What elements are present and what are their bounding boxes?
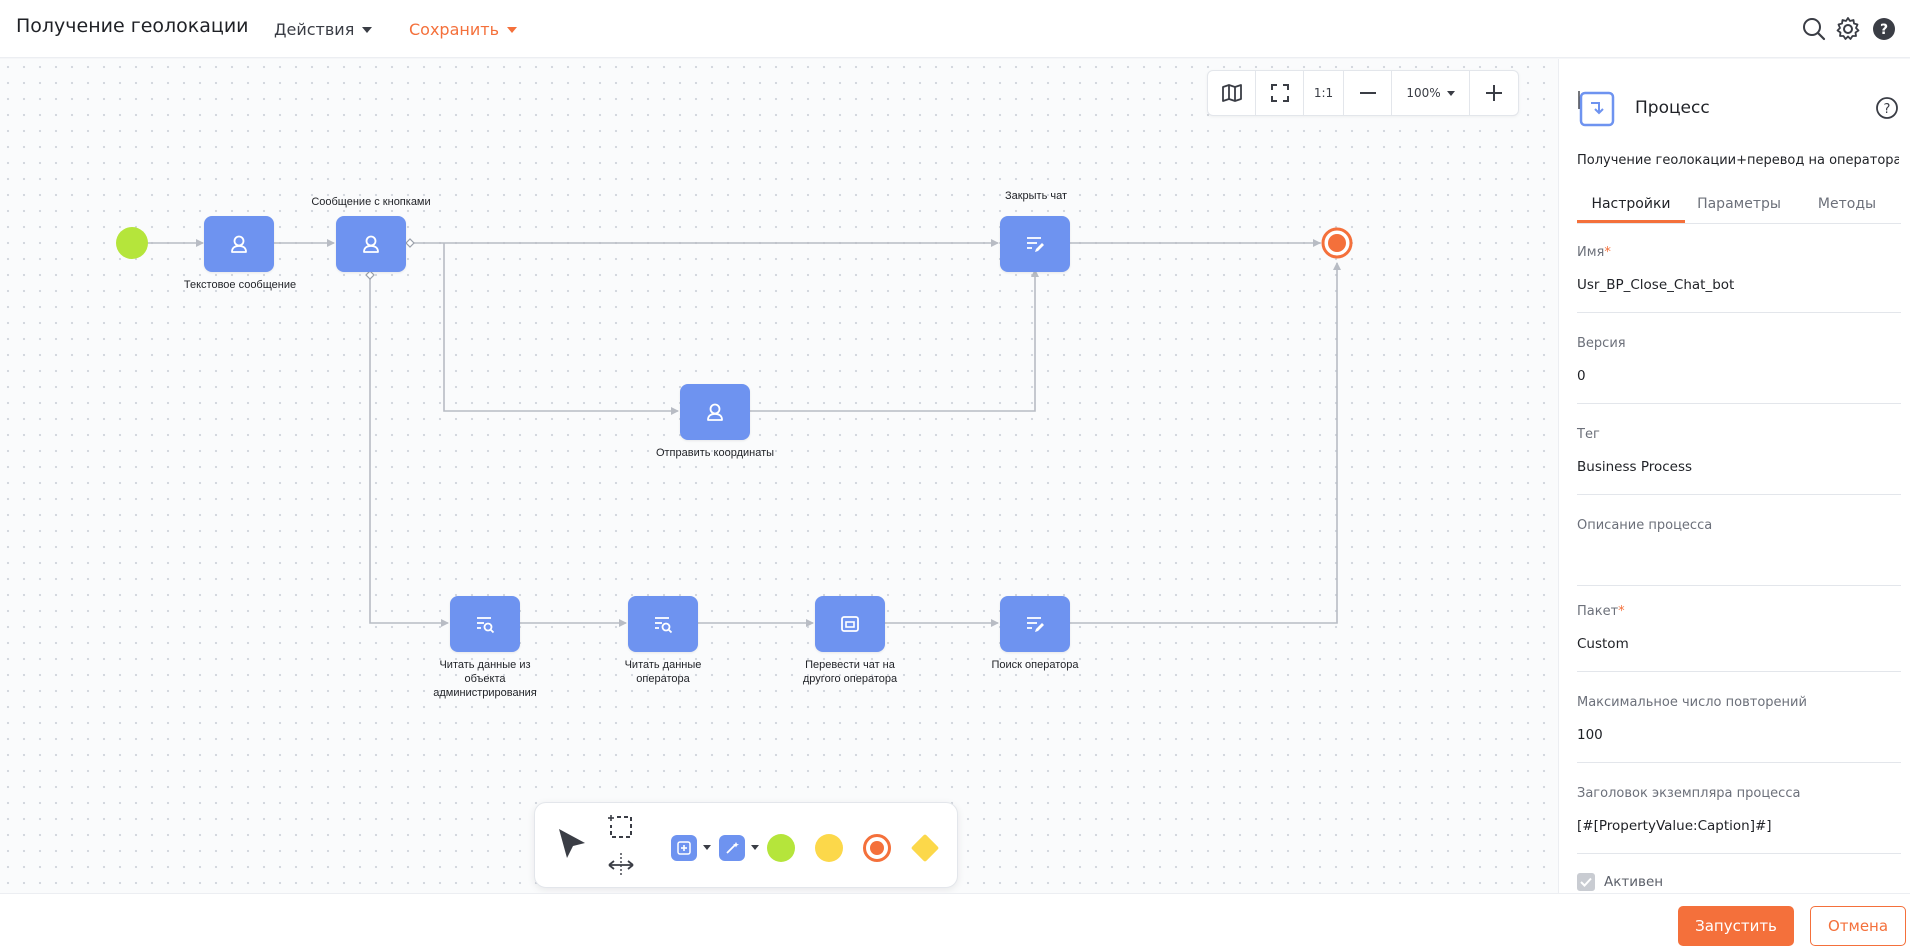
space-tool-icon[interactable] — [607, 853, 635, 877]
transfer-icon — [841, 616, 859, 632]
chevron-down-icon — [362, 26, 373, 33]
footer-bar — [0, 893, 1910, 948]
node-text-message[interactable] — [204, 216, 274, 272]
gateway-tool[interactable] — [910, 833, 940, 863]
intermediate-event-tool[interactable] — [815, 834, 843, 862]
flow-coords-to-close — [748, 269, 1039, 412]
user-icon — [231, 235, 247, 253]
zoom-out-icon[interactable] — [1344, 71, 1392, 115]
run-button[interactable]: Запустить — [1678, 906, 1794, 946]
node-label-close-chat: Закрыть чат — [1004, 190, 1068, 202]
condition-marker — [365, 270, 375, 280]
cancel-button[interactable]: Отмена — [1810, 906, 1906, 946]
edit-list-icon — [1027, 617, 1044, 632]
tab-settings[interactable]: Настройки — [1577, 184, 1685, 223]
start-event[interactable] — [116, 227, 148, 259]
chevron-down-icon — [507, 26, 517, 33]
actions-menu[interactable]: Действия — [274, 20, 373, 39]
name-field[interactable]: Имя* Usr_BP_Close_Chat_bot — [1577, 245, 1901, 313]
pointer-tool-icon[interactable] — [555, 825, 589, 861]
save-menu-label: Сохранить — [409, 20, 499, 39]
tag-value[interactable]: Business Process — [1577, 459, 1693, 475]
chevron-down-icon[interactable] — [751, 845, 759, 850]
zoom-value: 100% — [1406, 86, 1441, 100]
page-title: Получение геолокации — [16, 15, 249, 37]
node-close-chat[interactable] — [1000, 216, 1070, 272]
active-checkbox[interactable] — [1577, 873, 1595, 891]
description-field[interactable]: Описание процесса — [1577, 518, 1901, 586]
chevron-down-icon[interactable] — [703, 845, 711, 850]
help-icon[interactable]: ? — [1875, 96, 1899, 120]
zoom-select[interactable]: 100% — [1392, 71, 1470, 115]
zoom-toolbar: 1:1 100% — [1207, 70, 1519, 116]
search-list-icon — [655, 617, 673, 634]
flow-find-to-end — [1068, 262, 1341, 624]
chevron-down-icon — [1446, 90, 1455, 96]
svg-text:?: ? — [1884, 102, 1891, 117]
actual-size-button[interactable]: 1:1 — [1304, 71, 1344, 115]
magic-wand-icon[interactable] — [719, 835, 745, 861]
active-checkbox-row[interactable]: Активен — [1577, 873, 1663, 891]
node-label-buttons-message: Сообщение с кнопками — [311, 196, 431, 208]
node-send-coords[interactable] — [680, 384, 750, 440]
zoom-in-icon[interactable] — [1470, 71, 1518, 115]
version-value[interactable]: 0 — [1577, 368, 1586, 384]
flow-buttons-to-coords — [443, 243, 679, 415]
node-label-find-operator: Поиск оператора — [991, 659, 1079, 671]
map-icon[interactable] — [1208, 71, 1256, 115]
max-retries-field[interactable]: Максимальное число повторений 100 — [1577, 695, 1901, 763]
process-icon — [1578, 91, 1615, 127]
help-icon[interactable]: ? — [1871, 16, 1897, 42]
node-read-operator[interactable] — [628, 596, 698, 652]
instance-title-value[interactable]: [#[PropertyValue:Caption]#] — [1577, 818, 1772, 834]
start-event-tool[interactable] — [767, 834, 795, 862]
panel-tabs: Настройки Параметры Методы — [1577, 184, 1901, 224]
check-icon — [1580, 877, 1592, 887]
process-canvas[interactable] — [0, 59, 1558, 893]
save-menu[interactable]: Сохранить — [409, 20, 517, 39]
tab-methods[interactable]: Методы — [1817, 196, 1877, 212]
instance-title-field[interactable]: Заголовок экземпляра процесса [#[Propert… — [1577, 786, 1901, 854]
name-value[interactable]: Usr_BP_Close_Chat_bot — [1577, 277, 1735, 293]
search-list-icon — [477, 617, 495, 634]
gear-icon[interactable] — [1835, 16, 1861, 42]
properties-panel: Процесс ? Получение геолокации+перевод н… — [1558, 59, 1910, 893]
edit-list-icon — [1027, 237, 1044, 252]
node-read-admin[interactable] — [450, 596, 520, 652]
package-field[interactable]: Пакет* Custom — [1577, 604, 1901, 672]
flow-buttons-to-read-admin — [369, 275, 449, 627]
end-event-tool[interactable] — [863, 834, 891, 862]
node-label-read-operator: Читать данные оператора — [624, 659, 702, 685]
tag-field[interactable]: Тег Business Process — [1577, 427, 1901, 495]
node-find-operator[interactable] — [1000, 596, 1070, 652]
user-icon — [707, 403, 723, 421]
search-icon[interactable] — [1801, 16, 1827, 42]
fit-screen-icon[interactable] — [1256, 71, 1304, 115]
element-palette — [534, 802, 958, 888]
panel-title: Процесс — [1635, 98, 1710, 118]
process-caption: Получение геолокации+перевод на оператор… — [1577, 153, 1899, 168]
user-icon — [363, 235, 379, 253]
package-value[interactable]: Custom — [1577, 636, 1629, 652]
tab-parameters[interactable]: Параметры — [1697, 196, 1781, 212]
node-buttons-message[interactable] — [336, 216, 406, 272]
active-label: Активен — [1604, 874, 1664, 890]
lasso-select-icon[interactable] — [607, 813, 635, 841]
top-bar: Получение геолокации Действия Сохранить … — [0, 0, 1910, 58]
node-label-transfer-chat: Перевести чат на другого оператора — [802, 659, 898, 685]
version-field[interactable]: Версия 0 — [1577, 336, 1901, 404]
actions-menu-label: Действия — [274, 20, 355, 39]
svg-text:?: ? — [1880, 22, 1888, 38]
node-transfer-chat[interactable] — [815, 596, 885, 652]
add-task-icon[interactable] — [671, 835, 697, 861]
node-label-read-admin: Читать данные из объекта администрирован… — [433, 659, 537, 699]
flow-connectors — [116, 227, 1353, 627]
max-retries-value[interactable]: 100 — [1577, 727, 1603, 743]
node-label-text-message: Текстовое сообщение — [183, 279, 297, 291]
condition-marker — [405, 238, 415, 248]
node-label-send-coords: Отправить координаты — [655, 447, 775, 459]
